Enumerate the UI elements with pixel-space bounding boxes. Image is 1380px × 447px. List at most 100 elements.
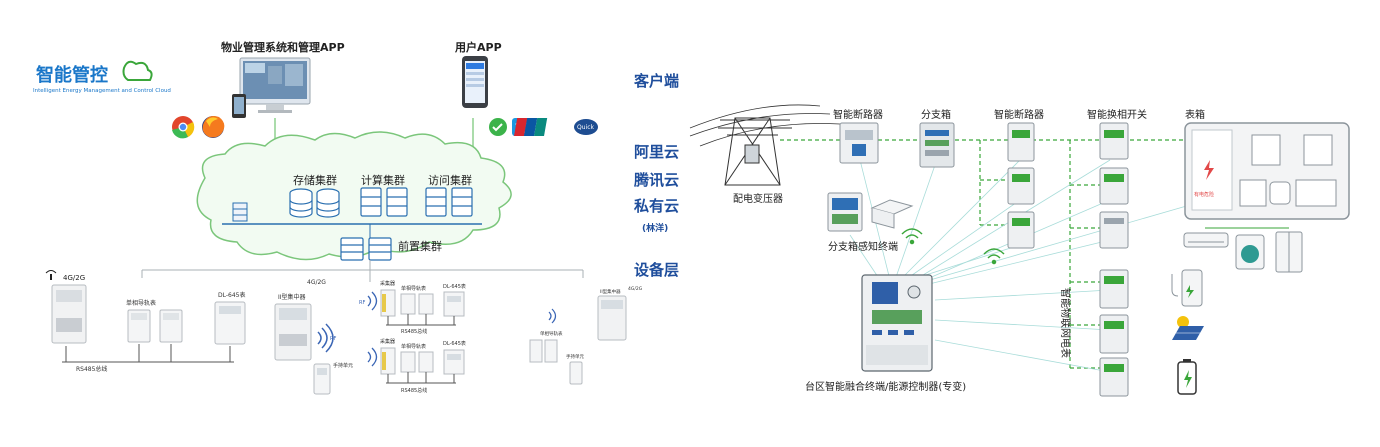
dl645-meter-icon-3: [443, 349, 465, 375]
front-cluster-label: 前置集群: [398, 239, 442, 253]
dl645-3-label: DL-645表: [443, 340, 466, 347]
pc-app-title: 物业管理系统和管理APP: [221, 40, 345, 54]
branch-box-label: 分支箱: [921, 108, 951, 121]
rf-2-label: RF: [359, 300, 365, 306]
logo-title: 智能管控: [36, 64, 108, 86]
logo-cloud-icon: [122, 60, 153, 81]
net-4g-mid-label: 4G/2G: [307, 279, 326, 286]
tencent-label: 腾讯云: [633, 171, 679, 189]
user-app-phone-icon: [462, 56, 488, 108]
net-4g-left-label: 4G/2G: [63, 274, 85, 282]
concentrator-icon-2: [597, 295, 627, 341]
rail-meter-icon-3: [400, 351, 434, 373]
net-4g-right-label: 4G/2G: [628, 286, 643, 292]
breaker-2-icons: [1007, 122, 1035, 249]
fusion-terminal-label: 台区智能融合终端/能源控制器(专变): [805, 380, 966, 393]
phase-switch-icons: [1099, 122, 1129, 249]
rs485-3-bus: [386, 372, 456, 384]
danger-warning-text: 有电危险: [1194, 191, 1214, 198]
private-cloud-note: (林洋): [642, 222, 668, 234]
collector-2-label: 采集器: [380, 338, 395, 345]
phase-switch-label: 智能换相开关: [1087, 108, 1147, 121]
transformer-label: 配电变压器: [733, 192, 783, 205]
wifi-signal-icon-2: [367, 291, 378, 311]
small-server-icon: [232, 202, 248, 222]
front-server-icon: [340, 237, 392, 261]
customer-layer-label: 客户端: [633, 72, 679, 90]
quickpass-icon: Quick: [574, 119, 598, 135]
fridge-icon: [1275, 231, 1303, 273]
rail-meter-icon: [127, 309, 183, 343]
single-phase-4-label: 单相导轨表: [540, 330, 563, 337]
rf-1-label: RF: [330, 336, 336, 342]
rs485-1-bus: [62, 344, 234, 363]
breaker-icon: [839, 122, 879, 164]
device-bus: [141, 260, 584, 282]
collector-icon-2: [380, 347, 396, 375]
handheld-icon-2: [569, 361, 583, 385]
database-icon: [289, 188, 340, 218]
unionpay-icon: [514, 118, 548, 136]
aliyun-label: 阿里云: [634, 143, 679, 161]
collector-1-label: 采集器: [380, 280, 395, 287]
handheld-icon: [313, 363, 331, 395]
iot-meter-icons: [1099, 269, 1129, 397]
phone-icon: [232, 94, 246, 118]
single-phase-3-label: 单相导轨表: [401, 343, 426, 350]
dl645-2-label: DL-645表: [443, 283, 466, 290]
breaker-2-label: 智能断路器: [994, 108, 1044, 121]
dl645-meter-icon: [214, 301, 246, 345]
wifi-icon-right: [901, 228, 923, 245]
wechat-icon: [489, 118, 507, 136]
rail-meter-icon-2: [400, 293, 434, 315]
device-layer-label: 设备层: [634, 261, 679, 279]
compute-cluster-label: 计算集群: [361, 173, 405, 187]
concentrator-4-label: II型集中器: [600, 288, 621, 295]
danger-bolt-icon: [1204, 160, 1214, 180]
collector-icon: [380, 289, 396, 317]
access-cluster-label: 访问集群: [428, 173, 472, 187]
concentrator-2-label: II型集中器: [278, 293, 306, 301]
logo-subtitle: Intelligent Energy Management and Contro…: [33, 88, 171, 94]
concentrator-icon: [274, 303, 312, 361]
svg-text:Quick: Quick: [577, 124, 594, 131]
rs485-1-label: RS485总线: [76, 365, 107, 373]
chrome-icon: [172, 116, 195, 139]
wifi-signal-icon-4: [548, 308, 557, 324]
air-conditioner-icon: [1183, 232, 1229, 248]
branch-sensor-label: 分支箱感知终端: [828, 240, 898, 253]
rs485-3-label: RS485总线: [401, 387, 427, 394]
wifi-signal-icon: [317, 323, 334, 353]
user-app-title: 用户APP: [455, 40, 502, 54]
meter-box-label: 表箱: [1185, 108, 1205, 121]
wifi-icon-right-2: [983, 248, 1005, 265]
smart-meter-icon: [51, 284, 87, 344]
charger-icon: [1171, 269, 1203, 307]
washing-machine-icon: [1235, 234, 1265, 270]
cloud-shape: [196, 131, 512, 261]
monitor-icon: [239, 57, 311, 113]
rs485-2-bus: [386, 314, 456, 326]
fusion-terminal-icon: [861, 274, 933, 372]
single-phase-1-label: 单相导轨表: [126, 299, 156, 307]
iot-meter-label: 智能物联网电表: [1059, 288, 1072, 358]
private-cloud-label: 私有云: [633, 197, 679, 215]
breaker-1-label: 智能断路器: [833, 108, 883, 121]
storage-cluster-label: 存储集群: [293, 173, 337, 187]
dl645-1-label: DL-645表: [218, 291, 245, 299]
logo: 智能管控 Intelligent Energy Management and C…: [33, 60, 171, 94]
solar-panel-icon: [1172, 316, 1204, 340]
firefox-icon: [202, 116, 225, 138]
branch-sensor-icon: [827, 192, 914, 232]
signal-icon: [45, 270, 57, 280]
battery-icon: [1177, 359, 1197, 395]
rs485-2-label: RS485总线: [401, 328, 427, 335]
single-phase-2-label: 单相导轨表: [401, 285, 426, 292]
handheld-2-label: 手持单元: [566, 353, 584, 360]
handheld-label: 手持单元: [333, 362, 353, 369]
compute-server-icon: [360, 187, 408, 217]
transformer-icon: [718, 117, 792, 186]
dl645-meter-icon-2: [443, 291, 465, 317]
branch-box-icon: [919, 122, 955, 168]
